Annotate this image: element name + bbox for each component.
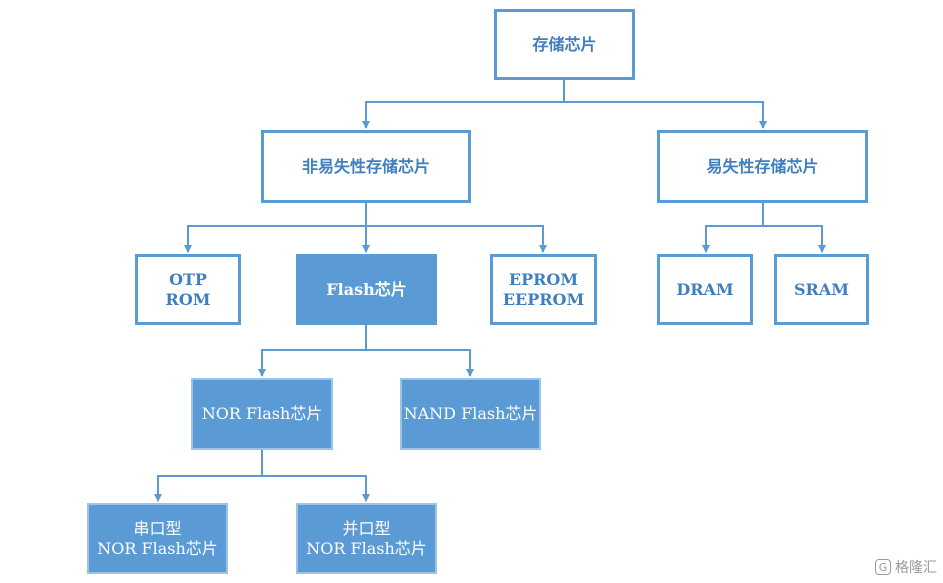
node-dram: DRAM: [657, 254, 753, 325]
node-label-line2: NOR Flash芯片: [97, 538, 218, 558]
edge-nor-to-serial: [154, 450, 263, 502]
node-label: SRAM: [794, 279, 849, 299]
node-label-line1: 并口型: [342, 518, 391, 538]
node-label: 存储芯片: [532, 34, 597, 54]
node-otp-rom: OTP ROM: [135, 254, 241, 325]
edge-root-to-nonvolatile: [362, 80, 565, 129]
node-flash-chip: Flash芯片: [296, 254, 437, 325]
node-label: NOR Flash芯片: [201, 404, 323, 423]
gelonghui-logo-icon: G: [875, 559, 891, 575]
node-label: NAND Flash芯片: [403, 404, 538, 423]
watermark: G 格隆汇: [875, 557, 937, 577]
node-label: 易失性存储芯片: [706, 156, 819, 176]
node-label: Flash芯片: [326, 279, 407, 299]
node-label-line2: EEPROM: [502, 289, 585, 309]
node-storage-chip: 存储芯片: [494, 9, 635, 80]
node-eprom-eeprom: EPROM EEPROM: [490, 254, 597, 325]
watermark-text: 格隆汇: [895, 560, 937, 576]
node-label: 非易失性存储芯片: [301, 156, 430, 176]
node-label: DRAM: [676, 279, 734, 299]
node-label-line2: NOR Flash芯片: [306, 538, 427, 558]
node-volatile-storage-chip: 易失性存储芯片: [657, 130, 868, 203]
node-nor-flash-chip: NOR Flash芯片: [191, 378, 333, 450]
edge-nonvolatile-to-eprom: [366, 225, 547, 253]
node-label-line1: OTP: [169, 269, 207, 289]
edge-volatile-to-dram: [702, 203, 764, 253]
node-nand-flash-chip: NAND Flash芯片: [400, 378, 541, 450]
edge-root-to-volatile: [564, 101, 767, 129]
node-parallel-nor-flash: 并口型 NOR Flash芯片: [296, 503, 437, 574]
edge-nonvolatile-to-otp: [184, 203, 367, 253]
node-serial-nor-flash: 串口型 NOR Flash芯片: [87, 503, 228, 574]
node-label-line1: 串口型: [133, 518, 182, 538]
edge-flash-to-nor: [258, 325, 367, 377]
edge-nor-to-parallel: [262, 475, 370, 502]
edge-volatile-to-sram: [763, 225, 826, 253]
edge-flash-to-nand: [366, 349, 474, 377]
node-nonvolatile-storage-chip: 非易失性存储芯片: [261, 130, 471, 203]
node-label-line2: ROM: [165, 289, 211, 309]
node-sram: SRAM: [774, 254, 869, 325]
node-label-line1: EPROM: [508, 269, 579, 289]
